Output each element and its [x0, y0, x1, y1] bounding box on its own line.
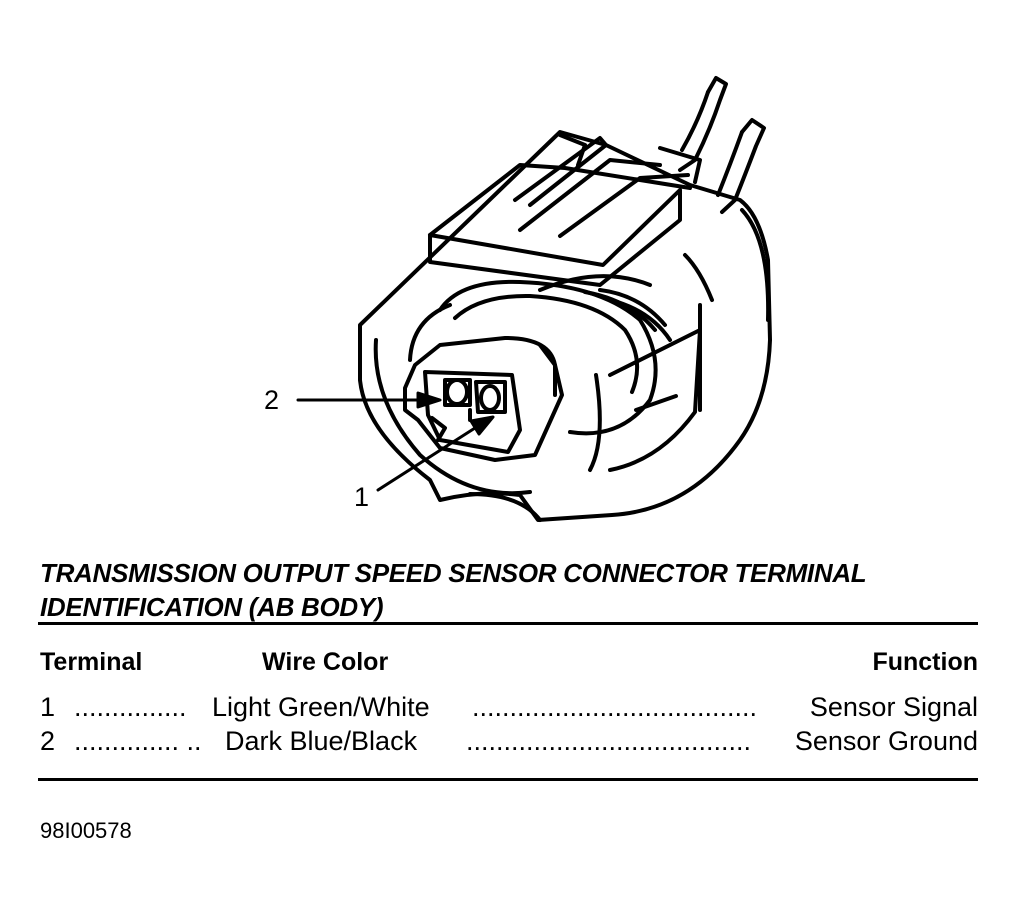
header-wire-color: Wire Color: [262, 648, 389, 676]
connector-face: [403, 336, 564, 462]
connector-illustration: [296, 76, 772, 522]
row-2-function: Sensor Ground: [794, 726, 978, 756]
header-function: Function: [872, 648, 978, 676]
table-top-rule: [38, 622, 978, 625]
connector-sleeve: [408, 279, 672, 436]
wire-leads: [678, 76, 766, 214]
row-1-terminal: 1: [40, 692, 56, 722]
callout-terminal-2: 2: [264, 385, 280, 415]
figure-title-line-1: TRANSMISSION OUTPUT SPEED SENSOR CONNECT…: [40, 558, 867, 588]
connector-latch: [428, 133, 702, 292]
table-bottom-rule: [38, 778, 978, 781]
figure-title: TRANSMISSION OUTPUT SPEED SENSOR CONNECT…: [40, 556, 980, 624]
header-terminal: Terminal: [40, 648, 143, 676]
row-2-leader: .............. ..: [74, 726, 202, 756]
figure-id: 98I00578: [40, 818, 132, 843]
row-1-wire-color: Light Green/White: [212, 692, 430, 722]
row-1-leader-2: ......................................: [472, 692, 758, 722]
row-1-function: Sensor Signal: [809, 692, 978, 722]
figure-title-line-2: IDENTIFICATION (AB BODY): [40, 592, 384, 622]
row-2-terminal: 2: [40, 726, 56, 756]
callout-terminal-1: 1: [354, 482, 370, 512]
arrow: [296, 391, 495, 492]
row-1-leader: ...............: [74, 692, 187, 722]
row-2-wire-color: Dark Blue/Black: [225, 726, 418, 756]
row-2-leader-2: ......................................: [466, 726, 752, 756]
